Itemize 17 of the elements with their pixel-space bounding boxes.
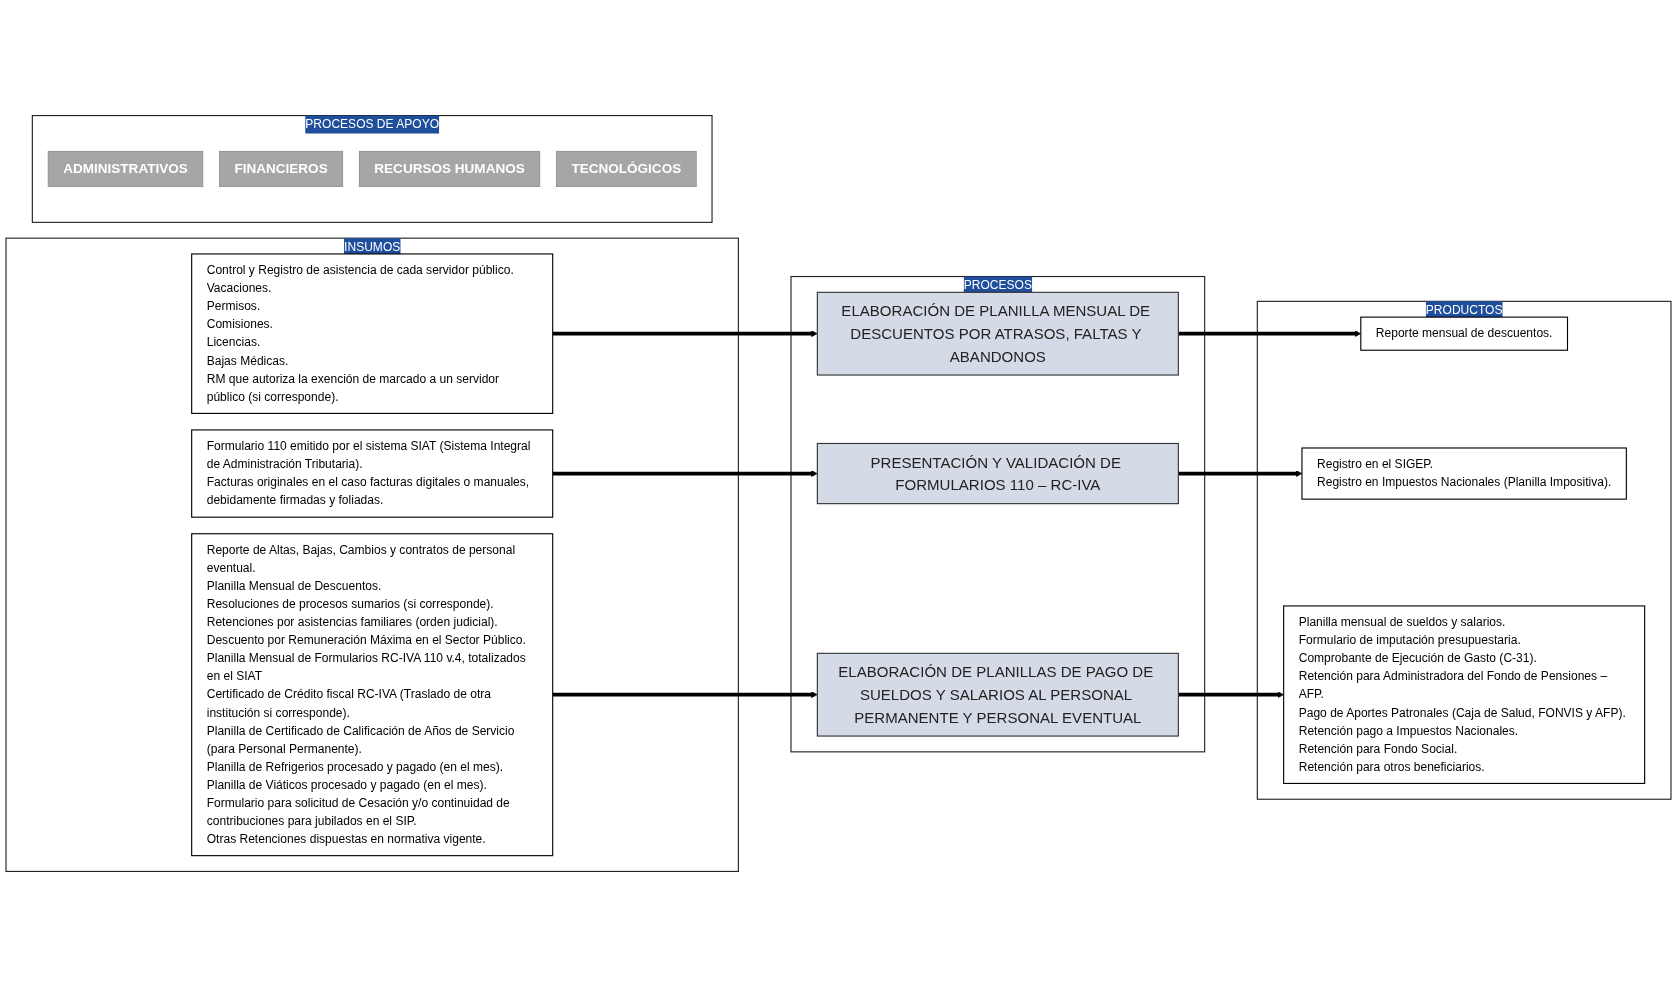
- node-box: ELABORACIÓN DE PLANILLA MENSUAL DE DESCUENTOS POR ATRASOS, FALTAS Y ABANDONOS: [816, 291, 1179, 376]
- node-box: Registro en el SIGEP. Registro en Impuestos Nacionales (Planilla Impositiva).: [1301, 447, 1627, 500]
- node-box: ELABORACIÓN DE PLANILLAS DE PAGO DE SUELDOS Y SALARIOS AL PERSONAL PERMANENTE Y PERSONAL EVENTUAL: [816, 652, 1179, 737]
- node-box: Control y Registro de asistencia de cada servidor público. Vacaciones. Permisos. Comisiones. Licencias. Bajas Médicas. RM que autoriza la exención de marcado a un servidor público (si corresponde).: [191, 253, 554, 414]
- node-box: PRESENTACIÓN Y VALIDACIÓN DE FORMULARIOS 110 – RC-IVA: [816, 442, 1179, 505]
- node-box: Formulario 110 emitido por el sistema SIAT (Sistema Integral de Administración Tributaria). Facturas originales en el caso facturas digitales o manuales, debidamente firmadas y foliadas.: [191, 429, 554, 518]
- node-box: Planilla mensual de sueldos y salarios. Formulario de imputación presupuestaria. Comprobante de Ejecución de Gasto (C-31). Retención para Administradora del Fondo de Pensiones – AFP. Pago de Aportes Patronales (Caja de Salud, FONVIS y AFP). Retención pago a Impuestos Nacionales. Retención para Fondo Social. Retención para otros beneficiarios.: [1283, 605, 1646, 784]
- arrow: [552, 691, 818, 698]
- node-box: TECNOLÓGICOS: [555, 150, 697, 187]
- node-box: RECURSOS HUMANOS: [358, 150, 541, 187]
- arrow: [552, 330, 818, 337]
- node-box: Reporte mensual de descuentos.: [1360, 316, 1569, 351]
- node-box: FINANCIEROS: [219, 150, 344, 187]
- arrow: [552, 470, 818, 477]
- node-box: ADMINISTRATIVOS: [47, 150, 204, 187]
- node-box: Reporte de Altas, Bajas, Cambios y contratos de personal eventual. Planilla Mensual de Descuentos. Resoluciones de procesos sumarios (si corresponde). Retenciones por asistencias familiares (orden judicial). Descuento por Remuneración Máxima en el Sector Público. Planilla Mensual de Formularios RC-IVA 110 v.4, totalizados en el SIAT Certificado de Crédito fiscal RC-IVA (Traslado de otra institución si corresponde). Planilla de Certificado de Calificación de Años de Servicio (para Personal Permanente). Planilla de Refrigerios procesado y pagado (en el mes). Planilla de Viáticos procesado y pagado (en el mes). Formulario para solicitud de Cesación y/o continuidad de contribuciones para jubilados en el SIP. Otras Retenciones dispuestas en normativa vigente.: [191, 533, 554, 857]
- arrow: [1178, 691, 1284, 698]
